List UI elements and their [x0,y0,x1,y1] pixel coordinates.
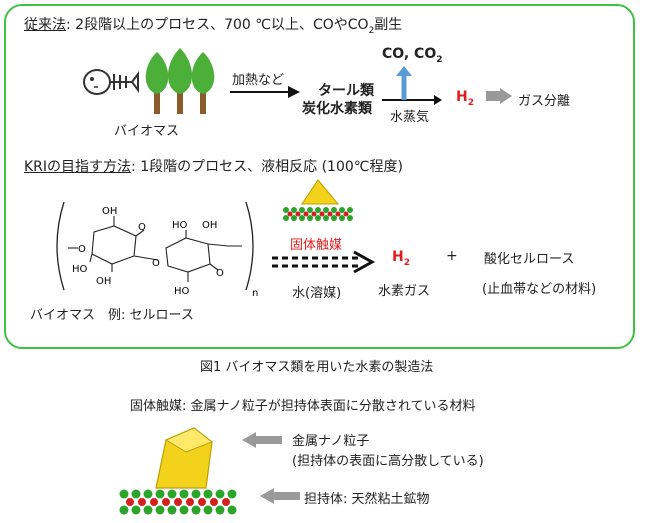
svg-text:OH: OH [102,206,117,217]
oxidized-cellulose-use-label: (止血帯などの材料) [482,282,597,297]
svg-text:HO: HO [72,264,88,275]
heating-arrow [230,86,300,98]
svg-text:OH: OH [202,220,217,231]
steam-label: 水蒸気 [390,110,430,125]
catalyst-label: 固体触媒 [290,238,343,253]
conventional-label: 従来法 [24,17,66,33]
gas-separation-arrow [486,88,512,104]
hydrocarbon-label: 炭化水素類 [302,101,372,117]
svg-text:HO: HO [172,220,188,231]
byproduct-label: CO, CO2 [382,46,443,65]
catalyst-small-image [283,179,353,221]
hydrogen-gas-label: 水素ガス [378,284,431,299]
process-comparison-frame [4,4,635,349]
h2-label-conventional: H2 [456,89,474,108]
catalyst-large-image [119,427,237,515]
svg-text:O: O [216,268,224,279]
nanoparticle-note: (担持体の表面に高分散している) [292,454,484,469]
nanoparticle-label: 金属ナノ粒子 [292,434,370,449]
trees-icon [145,48,215,114]
fish-bone-icon [83,69,139,95]
svg-text:n: n [252,288,258,299]
svg-text:O: O [152,258,160,269]
figure-caption: 図1 バイオマス類を用いた水素の製造法 [200,360,434,375]
nanoparticle-pointer-arrow [242,432,282,448]
gas-separation-label: ガス分離 [518,94,571,109]
cellulose-structure: O OH OH HO O O HO OH HO O n [56,201,258,299]
solvent-label: 水(溶媒) [292,286,342,301]
h2-label-kri: H2 [392,249,410,268]
svg-text:OH: OH [96,276,111,287]
oxidized-cellulose-label: 酸化セルロース [484,252,575,267]
steam-branch-arrow [382,66,442,105]
tar-label: タール類 [318,83,374,99]
svg-text:O: O [138,222,146,233]
kri-description: KRIの目指す方法: 1段階のプロセス、液相反応 (100℃程度) [24,159,403,175]
support-label: 担持体: 天然粘土鉱物 [304,492,430,507]
solid-catalyst-description: 固体触媒: 金属ナノ粒子が担持体表面に分散されている材料 [130,399,476,414]
cellulose-example-label: バイオマス 例: セルロース [30,308,194,323]
heating-label: 加熱など [232,73,285,88]
svg-text:HO: HO [174,286,190,297]
svg-text:O: O [78,244,86,255]
conventional-description: 従来法: 2段階以上のプロセス、700 ℃以上、COやCO2副生 [24,17,403,36]
support-pointer-arrow [260,488,300,504]
kri-label: KRIの目指す方法 [24,159,132,175]
dashed-reaction-arrow [272,250,376,274]
plus-sign: + [446,248,458,264]
biomass-label: バイオマス [114,124,180,139]
